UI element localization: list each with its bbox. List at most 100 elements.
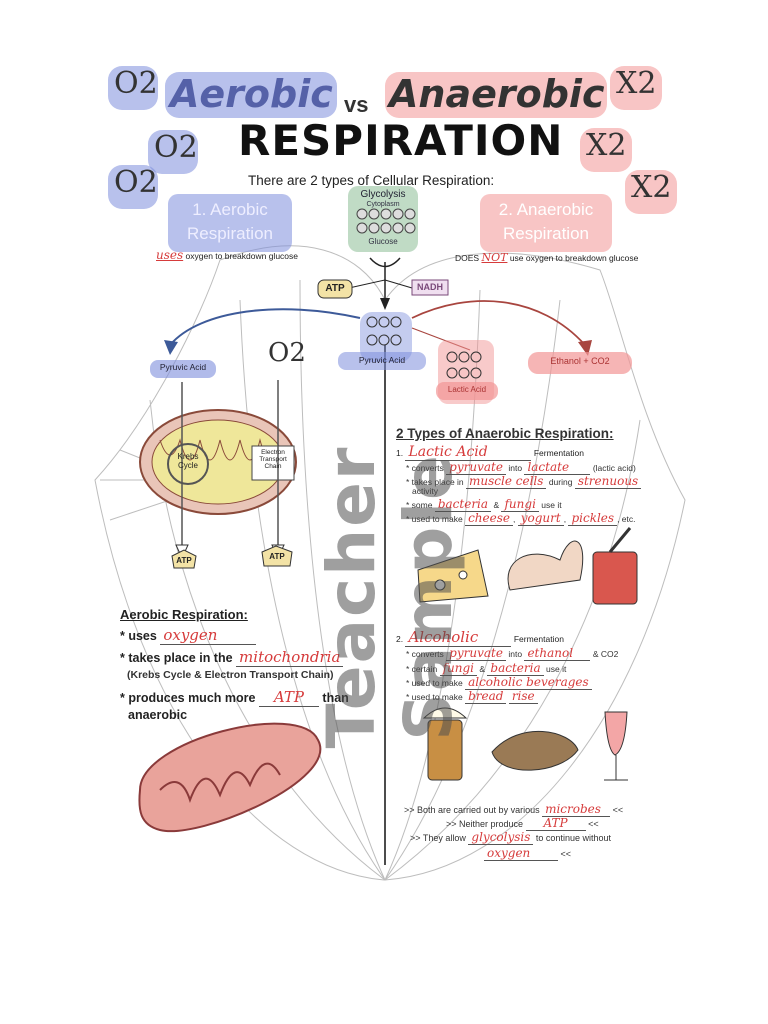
o2-badge [108, 165, 158, 209]
alcoholic-fermentation: Fermentation [513, 634, 564, 644]
summary-line-1: >> Both are carried out by various micro… [404, 802, 623, 817]
nadh-label: NADH [417, 282, 443, 292]
text: * used to make [406, 678, 463, 688]
atp-label: ATP [325, 283, 345, 294]
answer: oxygen [160, 626, 257, 645]
text: * produces much more [120, 691, 256, 705]
lactic-num: 1. [396, 448, 404, 458]
pyruvic-acid-center-label: Pyruvic Acid [358, 355, 406, 365]
summary-line-2: >> Neither produce ATP << [446, 816, 599, 831]
o2-text: O2 [114, 165, 158, 200]
text: (lactic acid) [592, 463, 636, 473]
title-anaerobic: Anaerobic [389, 72, 605, 116]
text: * takes place in [406, 477, 464, 487]
answer: alcoholic beverages [465, 675, 592, 690]
aerobic-note: uses oxygen to breakdown glucose [156, 248, 298, 262]
lactic-fermentation: Fermentation [533, 448, 584, 458]
lactic-line-1: * converts pyruvate into lactate (lactic… [406, 460, 636, 475]
lactic-line-4: * used to make cheese, yogurt, pickles, … [406, 511, 636, 526]
text: * used to make [406, 692, 463, 702]
answer: ATP [525, 816, 586, 831]
title-aerobic: Aerobic [170, 72, 333, 116]
lactic-title-row: 1. Lactic Acid Fermentation [396, 444, 584, 461]
answer: bread [465, 689, 507, 704]
etc-label: Electron Transport Chain [259, 449, 287, 470]
aerobic-summary-line-3: (Krebs Cycle & Electron Transport Chain) [127, 669, 334, 681]
text: * used to make [406, 514, 463, 524]
text: << [612, 805, 624, 815]
text: >> Neither produce [446, 819, 524, 829]
o2-text: O2 [154, 130, 198, 165]
aerobic-summary-line-5: anaerobic [128, 708, 188, 722]
aerobic-summary-line-2: * takes place in the mitochondria [120, 648, 344, 667]
answer: bacteria [434, 497, 492, 512]
answer: glycolysis [468, 830, 534, 845]
pyruvic-acid-left-label: Pyruvic Acid [159, 362, 207, 372]
o2-badge [148, 130, 198, 174]
aerobic-type-title: 1. Aerobic Respiration [187, 200, 273, 243]
x2-badge [625, 170, 677, 214]
answer: bacteria [487, 661, 544, 676]
lactic-acid-diagram-label: Lactic Acid [447, 385, 487, 394]
anaerobic-title-highlight [385, 72, 607, 118]
glucose-label: Glucose [368, 237, 398, 246]
text: during [548, 477, 573, 487]
answer: ATP [258, 688, 319, 707]
answer: oxygen [484, 846, 558, 861]
anaerobic-type-title: 2. Anaerobic Respiration [498, 200, 594, 243]
text: than [322, 691, 349, 705]
o2-diagram-label: O2 [268, 338, 306, 368]
text: & [479, 664, 486, 674]
answer: rise [508, 689, 538, 704]
lactic-line-2: * takes place in muscle cells during str… [406, 474, 642, 489]
text: to continue without [535, 833, 611, 843]
aerobic-summary-line-4: * produces much more ATP than [120, 688, 349, 707]
anaerobic-type-box [480, 194, 612, 252]
text: >> They allow [410, 833, 466, 843]
text: * takes place in the [120, 651, 233, 665]
alcoholic-line-4: * used to make bread rise [406, 689, 538, 704]
answer: yogurt [517, 511, 564, 526]
anaerobic-note-pre: DOES [455, 253, 480, 263]
x2-badge [580, 128, 632, 172]
answer: fungi [501, 497, 539, 512]
text: use it [546, 664, 567, 674]
text: use it [541, 500, 562, 510]
text: etc. [621, 514, 636, 524]
krebs-cycle-label: Krebs Cycle [177, 452, 199, 470]
text: * uses [120, 629, 157, 643]
aerobic-type-box [168, 194, 292, 252]
anaerobic-not-word: NOT [481, 251, 508, 264]
answer: pyruvate [446, 646, 506, 661]
alcoholic-name: Alcoholic [405, 628, 512, 647]
answer: muscle cells [466, 474, 547, 489]
subtitle: There are 2 types of Cellular Respiratio… [248, 173, 495, 188]
glycolysis-label: Glycolysis [360, 189, 406, 200]
answer: pickles [568, 511, 618, 526]
anaerobic-note: DOES NOT use oxygen to breakdown glucose [455, 251, 638, 264]
x2-text: X2 [586, 128, 627, 163]
alcoholic-line-3: * used to make alcoholic beverages [406, 675, 592, 690]
text: * some [406, 500, 433, 510]
o2-badge [108, 66, 158, 110]
alcoholic-title-row: 2. Alcoholic Fermentation [396, 628, 564, 647]
answer: fungi [439, 661, 477, 676]
answer: ethanol [524, 646, 591, 661]
aerobic-title-highlight [165, 72, 337, 118]
cytoplasm-label: Cytoplasm [366, 201, 400, 208]
atp-left-label: ATP [176, 556, 192, 565]
o2-text: O2 [114, 66, 158, 101]
x2-text: X2 [616, 66, 657, 101]
x2-text: X2 [631, 170, 672, 205]
aerobic-summary-line-1: * uses oxygen [120, 626, 257, 645]
title-respiration: RESPIRATION [238, 116, 564, 165]
anaerobic-types-heading: 2 Types of Anaerobic Respiration: [396, 426, 614, 441]
text: * converts [406, 463, 444, 473]
text: & CO2 [592, 649, 619, 659]
summary-line-4: oxygen << [484, 846, 571, 861]
text: << [588, 819, 599, 829]
text: >> Both are carried out by various [404, 805, 540, 815]
text: into [508, 463, 523, 473]
